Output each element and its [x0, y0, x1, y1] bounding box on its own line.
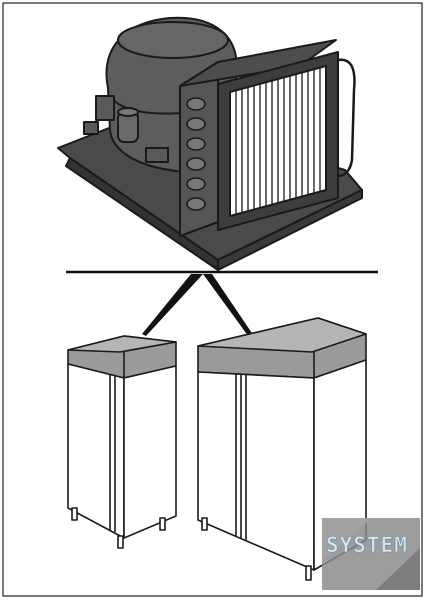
cabinet-body-left-side [123, 365, 177, 539]
logo-text: SYSTEM [326, 533, 408, 557]
callout-pointer-right [203, 274, 258, 344]
refrigerator-cabinet-icon [197, 317, 367, 581]
callout-pointer-left [142, 274, 203, 336]
refrigerator-cabinet-icon [67, 335, 177, 549]
refrigeration-unit-icon [57, 16, 363, 271]
cabinet-body-right-front [197, 371, 315, 571]
system-logo-watermark: SYSTEM [322, 518, 420, 590]
condenser-tube [337, 58, 356, 178]
condenser-fins [235, 68, 321, 214]
